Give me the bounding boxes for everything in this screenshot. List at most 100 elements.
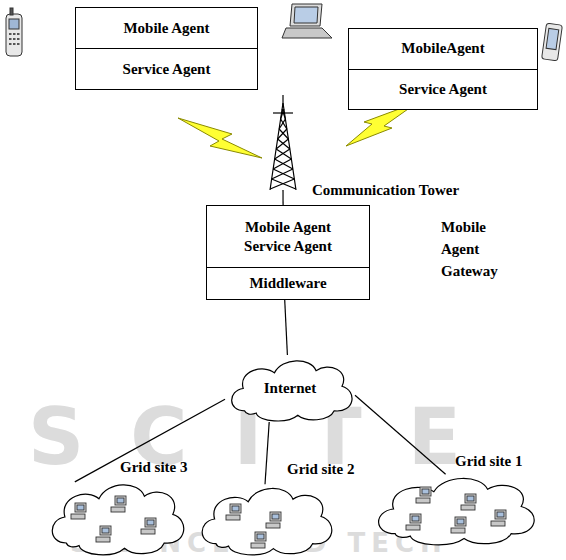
wireless-bolt — [178, 118, 262, 158]
monitor — [230, 504, 241, 513]
tower-brace — [276, 149, 291, 159]
monitor — [495, 510, 506, 519]
computer-icon — [406, 514, 421, 530]
connector-stroke — [75, 399, 225, 482]
tower-brace — [273, 159, 291, 169]
computer-icons — [45, 478, 187, 556]
cloud-shape — [202, 488, 332, 554]
agent-label: Service Agent — [123, 60, 211, 79]
screen — [102, 528, 109, 533]
base-unit — [111, 507, 125, 512]
screen — [467, 496, 474, 501]
tower-brace — [270, 179, 294, 189]
screen — [457, 519, 464, 524]
tower-leg — [270, 103, 296, 190]
cloud-label: Internet — [225, 379, 355, 398]
box-row: MobileAgent — [349, 29, 537, 69]
connector-line — [285, 300, 288, 355]
monitor — [100, 526, 111, 535]
screen — [272, 514, 279, 519]
monitor — [115, 496, 126, 505]
screen — [497, 512, 504, 517]
grid-site-label: Grid site 3 — [120, 458, 188, 477]
connector-line — [265, 422, 269, 484]
box-row: Service Agent — [76, 48, 257, 89]
computer-icon — [266, 512, 281, 528]
agent-box: MobileAgentService Agent — [348, 28, 538, 110]
box-row: Mobile Agent — [76, 8, 257, 48]
screen — [422, 489, 429, 494]
computer-icons — [370, 472, 538, 546]
tower-mast — [282, 95, 283, 105]
screen — [77, 505, 84, 510]
tower-brace — [279, 119, 285, 129]
grid-site-label: Grid site 2 — [287, 460, 355, 479]
grid-site-cloud: Grid site 3 — [45, 478, 187, 556]
agent-box: Mobile AgentService Agent — [75, 7, 258, 90]
base-unit — [226, 515, 240, 520]
agent-label: Service Agent — [399, 80, 487, 99]
middleware-label: Middleware — [249, 274, 326, 293]
base-unit — [141, 529, 155, 534]
screen — [232, 506, 239, 511]
tower-brace — [279, 129, 288, 139]
computer-icon — [451, 517, 466, 533]
connector-stroke — [282, 190, 283, 205]
tower-brace — [281, 109, 284, 119]
computer-icons — [195, 482, 335, 556]
screen — [147, 520, 154, 525]
cloud-outline — [45, 478, 187, 556]
pda-icon — [542, 23, 563, 61]
connector-line — [283, 190, 284, 205]
connector-stroke — [265, 422, 269, 484]
tower-brace — [276, 139, 288, 149]
screen — [117, 498, 124, 503]
laptop-icon — [282, 4, 332, 38]
tower-lattice — [270, 95, 296, 190]
tower-brace — [272, 169, 293, 179]
tower-label: Communication Tower — [312, 181, 459, 200]
monitor — [465, 494, 476, 503]
base-unit — [451, 528, 465, 533]
cloud-shape — [52, 485, 183, 555]
computer-icon — [71, 503, 86, 519]
tower-brace — [275, 159, 293, 169]
computer-icon — [96, 526, 111, 542]
monitor — [455, 517, 466, 526]
base-unit — [266, 523, 280, 528]
monitor — [145, 518, 156, 527]
computer-icon — [461, 494, 476, 510]
base-unit — [416, 498, 430, 503]
connector-stroke — [355, 395, 446, 474]
base-unit — [406, 525, 420, 530]
cloud-outline — [370, 472, 538, 546]
agent-label: MobileAgent — [401, 39, 484, 58]
cloud-shape — [379, 478, 535, 544]
tower-brace — [278, 139, 290, 149]
phone-icon — [6, 8, 22, 56]
base-unit — [96, 537, 110, 542]
connector-line — [355, 395, 446, 474]
monitor — [255, 532, 266, 541]
screen — [257, 534, 264, 539]
grid-site-cloud: Grid site 2 — [195, 482, 335, 556]
computer-icon — [111, 496, 126, 512]
tower-arm — [273, 112, 293, 113]
box-row: Mobile Agent Service Agent — [207, 206, 369, 267]
monitor — [270, 512, 281, 521]
base-unit — [491, 521, 505, 526]
tower-brace — [275, 149, 290, 159]
base-unit — [71, 514, 85, 519]
tower-brace — [273, 169, 294, 179]
gateway-heading: Mobile Agent Gateway — [441, 216, 519, 282]
base-unit — [461, 505, 475, 510]
computer-icon — [251, 532, 266, 548]
connector-stroke — [285, 300, 288, 355]
grid-site-label: Grid site 1 — [455, 452, 523, 471]
gateway-box: Mobile Agent Service AgentMiddlewareMobi… — [206, 205, 370, 300]
agent-label: Mobile Agent — [123, 19, 209, 38]
computer-icon — [491, 510, 506, 526]
box-row: Middleware — [207, 267, 369, 299]
agent-label: Mobile Agent Service Agent — [229, 218, 347, 256]
internet-cloud: Internet — [225, 355, 355, 422]
